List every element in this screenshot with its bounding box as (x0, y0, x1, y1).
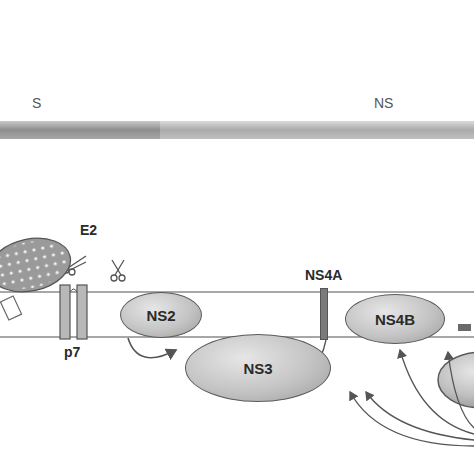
membrane-anchor (458, 324, 471, 331)
node-label: p7 (64, 344, 80, 360)
envelope-protein: E2 (0, 238, 72, 292)
node-label: NS4B (375, 311, 415, 328)
e1-anchor (0, 296, 21, 320)
cleavage-arrows (310, 340, 474, 446)
nonstructural-bar (160, 121, 474, 139)
envelope-shape (0, 238, 72, 292)
node-label: NS3 (243, 360, 272, 377)
protein-ellipse (438, 352, 474, 408)
cleavage-arrow (128, 338, 176, 358)
region-label: NS (374, 95, 393, 111)
ion-channel: p7 (58, 284, 90, 340)
region-label: S (32, 95, 41, 111)
protein-ellipse: NS2 (120, 292, 202, 338)
membrane-protein: NS4A (320, 288, 328, 340)
node-label: NS4A (305, 267, 342, 283)
protein-ellipse: NS3 (185, 334, 331, 402)
structural-bar (0, 121, 160, 139)
node-label: E2 (80, 222, 97, 238)
node-label: NS2 (146, 307, 175, 324)
scissors-icon (63, 256, 125, 281)
channel-bars (58, 284, 90, 340)
protein-ellipse: NS4B (345, 294, 445, 344)
membrane-line (0, 291, 474, 293)
